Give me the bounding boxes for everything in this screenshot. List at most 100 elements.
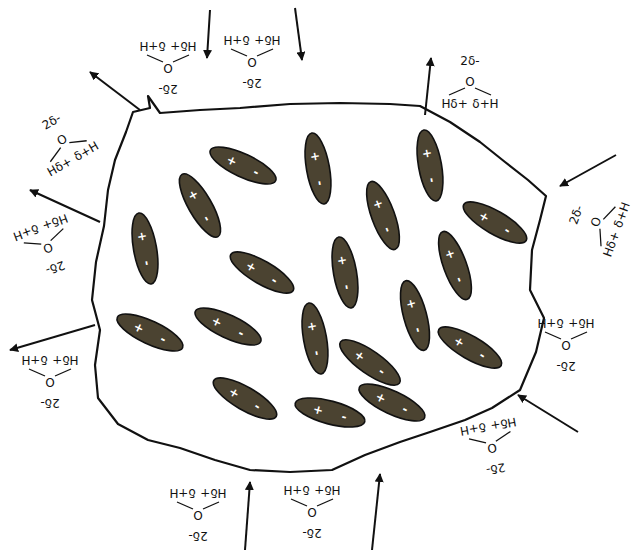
partial-charge: 2δ- xyxy=(40,112,63,132)
particle-ellipse xyxy=(412,128,447,203)
partial-charge: 2δ- xyxy=(567,204,585,226)
charged-particle: +- xyxy=(457,193,534,252)
bond xyxy=(571,332,587,339)
partial-charge: δ+ xyxy=(41,215,61,232)
atom-symbol: H xyxy=(283,484,292,496)
particle-shape xyxy=(411,126,448,203)
particle-shape xyxy=(457,193,534,252)
partial-charge: δ+ xyxy=(472,98,489,110)
flow-arrows xyxy=(10,8,616,550)
partial-charge: δ+ xyxy=(546,317,563,329)
atom-symbol: O xyxy=(486,441,497,454)
particle-ellipse xyxy=(433,319,507,375)
bond xyxy=(545,332,561,339)
charged-particle: +- xyxy=(359,176,408,254)
particle-shape xyxy=(171,167,230,244)
partial-charge: δ+ xyxy=(468,421,487,436)
arrow xyxy=(10,325,95,350)
atom-symbol: H xyxy=(69,354,78,366)
bond xyxy=(449,88,465,95)
particle-ellipse xyxy=(432,227,478,303)
particle-shape xyxy=(393,276,436,354)
charged-particle: +- xyxy=(431,226,480,304)
partial-charge: 2δ- xyxy=(158,83,177,95)
bond xyxy=(475,88,491,95)
charge-sign: + xyxy=(136,230,150,242)
particle-ellipse xyxy=(360,177,406,253)
particle-ellipse xyxy=(327,235,362,310)
particle-ellipse xyxy=(395,277,436,352)
partial-charge: 2δ- xyxy=(188,530,207,542)
charge-sign: + xyxy=(421,147,435,159)
charge-sign: + xyxy=(336,254,350,266)
arrow xyxy=(207,10,210,58)
atom-symbol: H xyxy=(459,424,470,437)
bond xyxy=(177,502,193,509)
charged-particle: +- xyxy=(326,233,363,310)
charged-particle: +- xyxy=(299,129,336,206)
particle-shape xyxy=(207,369,284,428)
partial-charge: δ+ xyxy=(450,98,467,110)
partial-charge: 2δ- xyxy=(556,360,575,372)
partial-charge: 2δ- xyxy=(460,55,479,67)
particle-ellipse xyxy=(355,376,430,427)
atom-symbol: O xyxy=(561,339,570,351)
arrow xyxy=(295,8,302,60)
atom-symbol: H xyxy=(489,98,498,110)
atom-symbol: H xyxy=(217,487,226,499)
arrow xyxy=(245,482,250,550)
charged-particle: +- xyxy=(111,305,189,359)
charged-particle: +- xyxy=(291,390,369,433)
particle-shape xyxy=(359,176,408,254)
atom-symbol: H xyxy=(187,40,196,52)
charged-particle: +- xyxy=(296,299,333,376)
particle-ellipse xyxy=(297,301,332,376)
charged-particle: +- xyxy=(411,126,448,203)
atom-symbol: O xyxy=(589,216,604,229)
arrow xyxy=(560,155,616,186)
particle-shape xyxy=(204,138,282,192)
charged-particle: +- xyxy=(207,369,284,428)
charge-sign: + xyxy=(309,150,323,162)
charged-particle: +- xyxy=(126,209,163,286)
partial-charge: 2δ- xyxy=(485,461,506,476)
charged-particle: +- xyxy=(432,318,509,377)
bond xyxy=(48,229,65,241)
atom-symbol: O xyxy=(307,506,316,518)
particle-shape xyxy=(326,233,363,310)
atom-symbol: H xyxy=(331,484,340,496)
bond xyxy=(231,49,247,56)
bond xyxy=(317,499,333,506)
particle-ellipse xyxy=(292,392,367,433)
bond xyxy=(29,369,45,376)
partial-charge: δ+ xyxy=(254,34,271,46)
bond xyxy=(469,436,486,446)
charged-particle: +- xyxy=(393,276,436,354)
arrow xyxy=(425,58,431,115)
arrow xyxy=(372,474,380,550)
partial-charge: 2δ- xyxy=(242,77,261,89)
partial-charge: δ+ xyxy=(292,484,309,496)
charged-particle: +- xyxy=(224,243,301,302)
particle-shape xyxy=(296,299,333,376)
charge-sign: + xyxy=(306,320,320,332)
particle-outline xyxy=(92,96,546,472)
bond xyxy=(147,55,163,62)
partial-charge: δ+ xyxy=(604,230,621,250)
particle-ellipse xyxy=(113,306,188,357)
bond xyxy=(173,55,189,62)
partial-charge: 2δ- xyxy=(44,259,66,277)
partial-charge: 2δ- xyxy=(40,397,59,409)
particle-ellipse xyxy=(458,194,532,250)
atom-symbol: H xyxy=(139,40,148,52)
bond xyxy=(291,499,307,506)
particle-shape xyxy=(431,226,480,304)
particle-shape xyxy=(111,305,189,359)
particle-ellipse xyxy=(206,139,281,190)
partial-charge: δ+ xyxy=(178,487,195,499)
atom-symbol: O xyxy=(193,509,202,521)
particle-ellipse xyxy=(334,332,406,392)
partial-charge: δ+ xyxy=(568,317,585,329)
atom-symbol: O xyxy=(45,376,54,388)
particle-ellipse xyxy=(127,211,162,286)
